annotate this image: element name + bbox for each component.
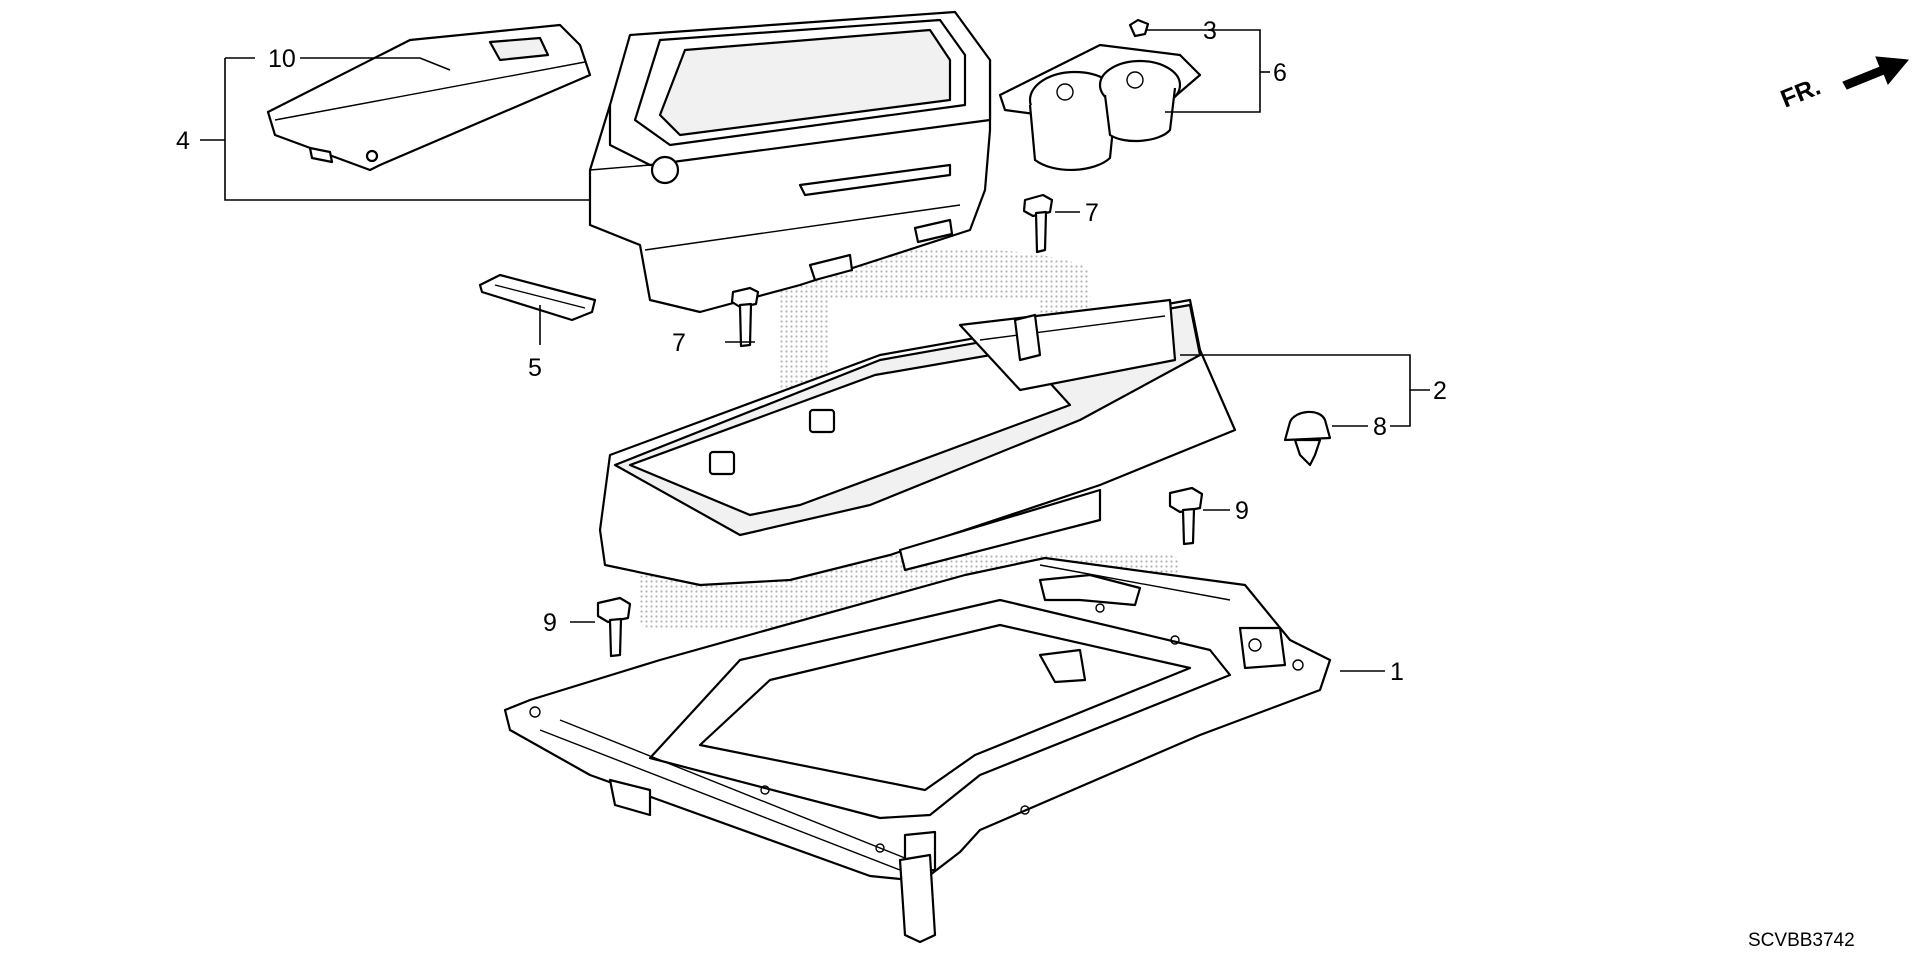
bolt-right [1168, 486, 1204, 546]
callout-3: 3 [1203, 17, 1217, 45]
callout-7-lower: 7 [672, 329, 686, 357]
bolt-upper-right [1022, 193, 1054, 254]
callout-6: 6 [1273, 59, 1287, 87]
callout-2: 2 [1433, 377, 1447, 405]
callout-5: 5 [528, 354, 542, 382]
callout-8: 8 [1373, 413, 1387, 441]
bolt-left [596, 596, 632, 658]
callout-1: 1 [1390, 658, 1404, 686]
cup-holder [998, 43, 1202, 171]
callout-7-upper: 7 [1085, 199, 1099, 227]
front-arrow-icon [1842, 56, 1909, 90]
small-cover [478, 273, 597, 322]
bolt-middle-left [730, 286, 760, 348]
console-tray [598, 298, 1237, 587]
console-box [588, 10, 992, 314]
diagram-code: SCVBB3742 [1748, 930, 1855, 951]
base-bracket [503, 556, 1332, 944]
callout-4: 4 [176, 127, 190, 155]
front-direction-label: FR. [1777, 73, 1825, 114]
leader-lines [200, 29, 1430, 672]
clip [1128, 18, 1150, 38]
callout-10: 10 [268, 45, 296, 73]
push-clip [1283, 410, 1332, 467]
callout-9-left: 9 [543, 609, 557, 637]
callout-9-right: 9 [1235, 497, 1249, 525]
front-direction-indicator: FR. [1777, 56, 1909, 114]
lid-panel [266, 23, 592, 172]
